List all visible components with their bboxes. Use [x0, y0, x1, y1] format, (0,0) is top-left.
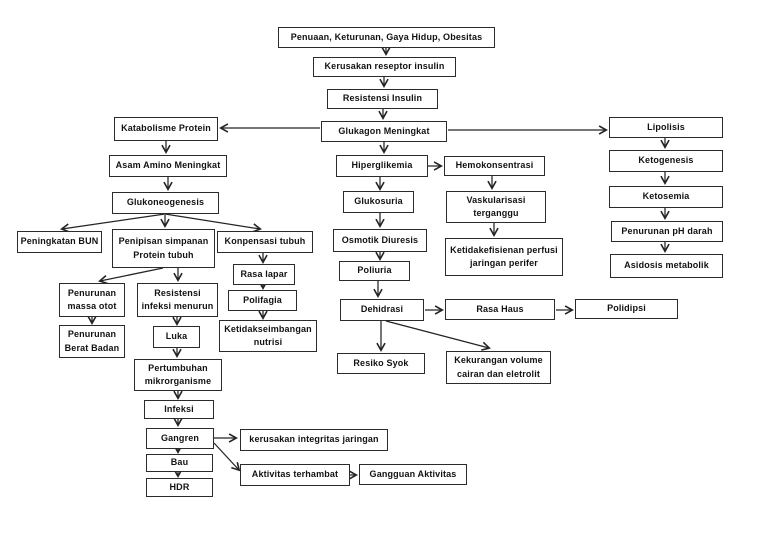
node-katabolisme: Katabolisme Protein [114, 117, 218, 141]
node-gangguan-aktivitas: Gangguan Aktivitas [359, 464, 467, 485]
node-resistensi-infeksi: Resistensi infeksi menurun [137, 283, 218, 317]
node-penurunan-massa: Penurunan massa otot [59, 283, 125, 317]
node-kekurangan: Kekurangan volume cairan dan eletrolit [446, 351, 551, 384]
node-lipolisis: Lipolisis [609, 117, 723, 138]
node-rasa-lapar: Rasa lapar [233, 264, 295, 285]
node-penipisan: Penipisan simpanan Protein tubuh [112, 229, 215, 268]
node-label: Resistensi Insulin [342, 93, 423, 104]
node-label: Penuaan, Keturunan, Gaya Hidup, Obesitas [290, 31, 483, 42]
node-ketidakseimbangan: Ketidakseimbangan nutrisi [219, 320, 317, 352]
node-polifagia: Polifagia [228, 290, 297, 311]
node-label: Glukagon Meningkat [338, 125, 430, 136]
node-label: Luka [165, 331, 188, 342]
node-label: Asam Amino Meningkat [115, 160, 221, 171]
node-label: Ketidakefisienan perfusi jaringan perife… [450, 244, 558, 268]
node-label: Glukosuria [354, 196, 403, 207]
node-resistensi-insulin: Resistensi Insulin [327, 89, 438, 109]
node-hdr: HDR [146, 478, 213, 497]
node-glukoneogenesis: Glukoneogenesis [112, 192, 219, 214]
node-label: Peningkatan BUN [20, 236, 99, 247]
node-resiko-syok: Resiko Syok [337, 353, 425, 374]
node-dehidrasi: Dehidrasi [340, 299, 424, 321]
node-label: Polidipsi [607, 303, 646, 314]
node-asam-amino: Asam Amino Meningkat [109, 155, 227, 177]
node-label: Asidosis metabolik [624, 260, 709, 271]
node-asidosis: Asidosis metabolik [610, 254, 723, 278]
node-label: Infeksi [164, 403, 194, 414]
node-infeksi: Infeksi [144, 400, 214, 419]
node-label: Bau [170, 457, 189, 468]
node-label: Pertumbuhan mikrorganisme [144, 362, 212, 386]
node-label: Hemokonsentrasi [455, 160, 534, 171]
node-konpensasi: Konpensasi tubuh [217, 231, 313, 253]
node-label: Ketosemia [642, 191, 690, 202]
node-rasa-haus: Rasa Haus [445, 299, 555, 320]
node-label: Rasa lapar [240, 268, 288, 279]
node-label: Lipolisis [647, 121, 685, 132]
node-label: Ketidakseimbangan nutrisi [224, 323, 312, 347]
node-label: Gangren [160, 432, 200, 443]
node-label: Hiperglikemia [351, 160, 413, 171]
node-label: Ketogenesis [638, 155, 694, 166]
node-penurunan-bb: Penurunan Berat Badan [59, 325, 125, 358]
node-poliuria: Poliuria [339, 261, 410, 281]
node-label: Poliuria [357, 265, 392, 276]
node-label: Rasa Haus [476, 303, 524, 314]
edges [60, 46, 670, 480]
node-kerusakan-reseptor: Kerusakan reseptor insulin [313, 57, 456, 77]
node-label: kerusakan integritas jaringan [249, 434, 379, 445]
node-aktivitas-terhambat: Aktivitas terhambat [240, 464, 350, 486]
node-glukagon: Glukagon Meningkat [321, 121, 447, 142]
node-label: Kerusakan reseptor insulin [324, 61, 445, 72]
node-label: Konpensasi tubuh [224, 236, 306, 247]
node-label: Vaskularisasi terganggu [466, 194, 526, 218]
node-peningkatan-bun: Peningkatan BUN [17, 231, 102, 253]
node-label: Katabolisme Protein [121, 123, 211, 134]
node-glukosuria: Glukosuria [343, 191, 414, 213]
node-label: Polifagia [243, 294, 282, 305]
node-penurunan-ph: Penurunan pH darah [611, 221, 723, 242]
node-gangren: Gangren [146, 428, 214, 449]
node-label: Glukoneogenesis [126, 197, 205, 208]
node-ketosemia: Ketosemia [609, 186, 723, 208]
node-kerusakan-integritas: kerusakan integritas jaringan [240, 429, 388, 451]
node-label: Gangguan Aktivitas [369, 468, 457, 479]
node-label: Resistensi infeksi menurun [141, 287, 214, 311]
node-label: Penipisan simpanan Protein tubuh [118, 236, 209, 260]
node-bau: Bau [146, 454, 213, 472]
node-label: Resiko Syok [353, 357, 409, 368]
node-pertumbuhan: Pertumbuhan mikrorganisme [134, 359, 222, 391]
node-label: Penurunan massa otot [67, 287, 117, 311]
node-vaskularisasi: Vaskularisasi terganggu [446, 191, 546, 223]
node-ketogenesis: Ketogenesis [609, 150, 723, 172]
node-polidipsi: Polidipsi [575, 299, 678, 319]
node-label: Kekurangan volume cairan dan eletrolit [454, 355, 543, 379]
node-penuaan: Penuaan, Keturunan, Gaya Hidup, Obesitas [278, 27, 495, 48]
node-luka: Luka [153, 326, 200, 348]
node-label: HDR [169, 481, 190, 492]
node-hiperglikemia: Hiperglikemia [336, 155, 428, 177]
node-hemokonsentrasi: Hemokonsentrasi [444, 156, 545, 176]
node-osmotik: Osmotik Diuresis [333, 229, 427, 252]
node-label: Dehidrasi [360, 304, 404, 315]
node-label: Osmotik Diuresis [341, 234, 419, 245]
node-label: Penurunan Berat Badan [64, 329, 120, 353]
node-label: Penurunan pH darah [621, 225, 713, 236]
node-ketidakefisienan: Ketidakefisienan perfusi jaringan perife… [445, 238, 563, 276]
node-label: Aktivitas terhambat [251, 469, 339, 480]
